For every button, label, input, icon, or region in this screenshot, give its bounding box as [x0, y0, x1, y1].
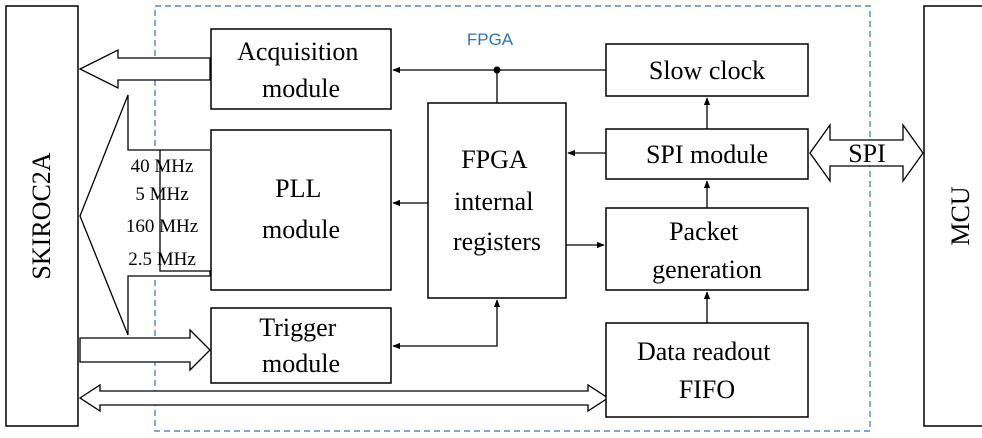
registers-trigger-link: [392, 299, 501, 350]
packet-generation-label: Packet generation: [652, 217, 762, 284]
acquisition-module-label: Acquisition module: [237, 37, 365, 103]
skiroc-block: [5, 5, 79, 427]
mcu-block: [923, 5, 982, 427]
freq-160mhz: 160 MHz: [126, 216, 198, 237]
pll-clock-bus: [79, 94, 211, 336]
pll-module-label: PLL module: [262, 174, 340, 244]
skiroc-to-trigger-bus: [79, 328, 211, 372]
mcu-label: MCU: [946, 186, 975, 245]
freq-40mhz: 40 MHz: [131, 156, 194, 177]
fpga-label: FPGA: [467, 30, 514, 49]
fifo-label: Data readout FIFO: [637, 337, 777, 404]
slow-clock-block: [605, 43, 809, 97]
fpga-registers-block: [427, 102, 567, 299]
fpga-registers-label: FPGA internal registers: [453, 145, 541, 256]
trigger-module-label: Trigger module: [259, 313, 343, 378]
pll-module-block: [210, 129, 392, 291]
freq-5mhz: 5 MHz: [135, 184, 188, 205]
spi-module-block: [605, 128, 809, 180]
skiroc-label: SKIROC2A: [27, 152, 56, 279]
freq-2-5mhz: 2.5 MHz: [128, 249, 196, 270]
trigger-module-block: [210, 307, 392, 384]
spi-bus-label: SPI: [848, 139, 886, 168]
spi-module-label: SPI module: [646, 140, 768, 169]
skiroc-fifo-bidirectional-bus: [78, 383, 610, 413]
packet-generation-block: [605, 207, 809, 291]
acquisition-to-skiroc-bus: [78, 48, 211, 90]
slow-clock-label: Slow clock: [649, 56, 765, 85]
acquisition-module-block: [210, 28, 392, 110]
fifo-block: [605, 322, 809, 418]
spi-bidirectional-bus: [809, 122, 924, 184]
